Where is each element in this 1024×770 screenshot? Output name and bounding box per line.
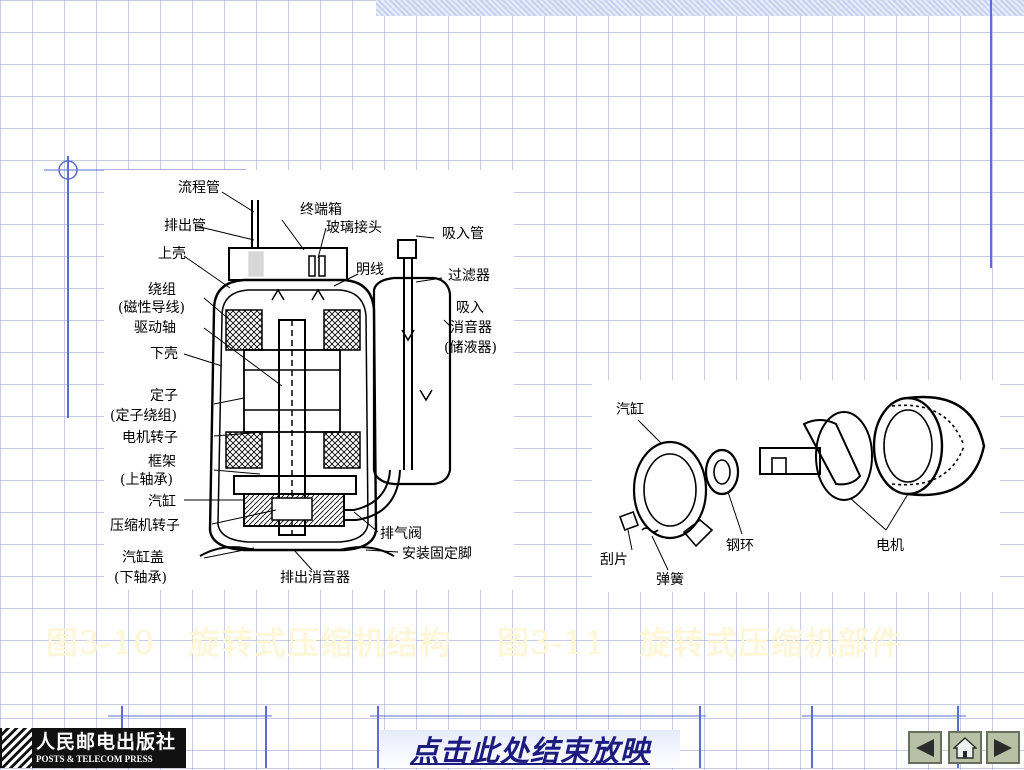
next-slide-button[interactable] bbox=[986, 731, 1020, 764]
compressor-structure-figure: 流程管 终端箱 排出管 玻璃接头 吸入管 上壳 明线 过滤器 绕组 (磁性导线)… bbox=[104, 170, 514, 590]
label-drive-shaft: 驱动轴 bbox=[134, 320, 176, 336]
prev-arrow-icon bbox=[916, 738, 934, 757]
caption-fig-11: 图3-11 旋转式压缩机部件 bbox=[497, 624, 903, 662]
compressor-parts-figure: 汽缸 钢环 电机 刮片 弹簧 bbox=[592, 380, 1000, 592]
label-mounting-foot: 安装固定脚 bbox=[402, 546, 472, 562]
label-part-steel-ring: 钢环 bbox=[726, 538, 754, 554]
label-part-cylinder: 汽缸 bbox=[616, 402, 644, 418]
figure-caption: 图3-10 旋转式压缩机结构 图3-11 旋转式压缩机部件 bbox=[46, 618, 926, 668]
label-suction-muffler: 吸入 bbox=[456, 300, 484, 316]
decorative-vline bbox=[990, 0, 992, 268]
label-stator-note: (定子绕组) bbox=[110, 408, 177, 424]
label-exhaust-valve: 排气阀 bbox=[380, 526, 422, 542]
label-cylinder: 汽缸 bbox=[148, 494, 176, 510]
label-open-wire: 明线 bbox=[356, 262, 384, 278]
label-winding-note: (磁性导线) bbox=[118, 300, 185, 316]
label-cylinder-cover-note: (下轴承) bbox=[114, 570, 167, 586]
label-suction-pipe: 吸入管 bbox=[442, 226, 484, 242]
label-discharge-muffler: 排出消音器 bbox=[280, 570, 350, 586]
label-motor-rotor: 电机转子 bbox=[122, 430, 178, 446]
label-flow-pipe: 流程管 bbox=[178, 180, 220, 196]
label-glass-joint: 玻璃接头 bbox=[326, 220, 382, 236]
prev-slide-button[interactable] bbox=[908, 731, 942, 764]
compressor-drawing bbox=[183, 191, 452, 571]
label-terminal-box: 终端箱 bbox=[300, 202, 342, 218]
home-icon bbox=[953, 736, 977, 759]
caption-fig-10: 图3-10 旋转式压缩机结构 bbox=[46, 624, 452, 662]
label-suction-muffler-2: 消音器 bbox=[450, 320, 492, 336]
label-filter: 过滤器 bbox=[448, 268, 490, 284]
next-arrow-icon bbox=[994, 738, 1012, 757]
home-button[interactable] bbox=[948, 731, 982, 764]
label-frame-note: (上轴承) bbox=[120, 472, 173, 488]
publisher-name-en: POSTS & TELECOM PRESS bbox=[36, 754, 153, 764]
label-frame: 框架 bbox=[148, 454, 176, 470]
label-suction-muffler-3: (储液器) bbox=[444, 340, 497, 356]
label-discharge-pipe: 排出管 bbox=[164, 218, 206, 234]
label-part-motor: 电机 bbox=[876, 538, 904, 554]
publisher-name-cn: 人民邮电出版社 bbox=[36, 731, 177, 753]
label-stator: 定子 bbox=[150, 388, 178, 404]
parts-drawing bbox=[619, 395, 986, 571]
label-compressor-rotor: 压缩机转子 bbox=[110, 518, 180, 534]
label-part-spring: 弹簧 bbox=[656, 572, 684, 588]
label-lower-shell: 下壳 bbox=[150, 346, 178, 362]
end-show-link[interactable]: 点击此处结束放映 bbox=[380, 730, 680, 768]
label-part-blade: 刮片 bbox=[600, 552, 628, 568]
publisher-logo: 人民邮电出版社 POSTS & TELECOM PRESS bbox=[0, 728, 186, 768]
label-cylinder-cover: 汽缸盖 bbox=[122, 550, 164, 566]
label-upper-shell: 上壳 bbox=[158, 246, 186, 262]
decorative-band bbox=[376, 0, 1024, 16]
publisher-mark-icon bbox=[2, 728, 32, 768]
label-winding: 绕组 bbox=[148, 282, 176, 298]
